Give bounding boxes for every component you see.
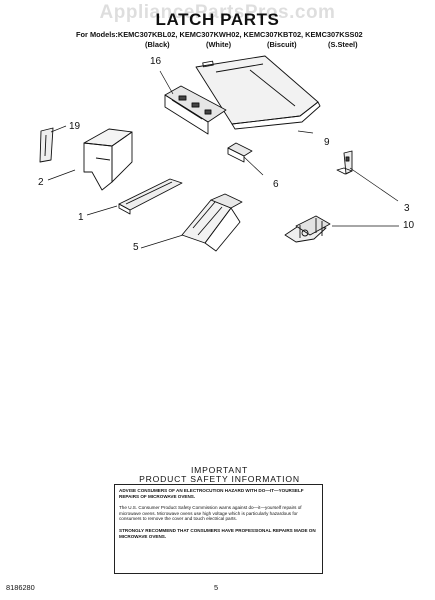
exploded-parts-diagram	[39, 55, 399, 252]
callout-19: 19	[69, 121, 81, 132]
callout-5: 5	[133, 242, 139, 253]
safety-heading: IMPORTANT PRODUCT SAFETY INFORMATION	[113, 466, 326, 484]
watermark: AppliancePartsPros.com	[99, 2, 336, 23]
callout-9: 9	[324, 137, 330, 148]
variant-steel: (S.Steel)	[328, 40, 358, 49]
part-2-latch-housing	[83, 128, 133, 191]
part-16-switch-bracket	[164, 85, 227, 135]
variant-biscuit: (Biscuit)	[267, 40, 297, 49]
safety-recommend-text: STRONGLY RECOMMEND THAT CONSUMERS HAVE P…	[119, 527, 316, 539]
document-number: 8186280	[6, 583, 35, 592]
part-10-switch	[284, 215, 331, 243]
models-line: For Models:KEMC307KBL02, KEMC307KWH02, K…	[76, 30, 363, 39]
safety-notice-box: ADVISE CONSUMERS OF AN ELECTROCUTION HAZ…	[114, 484, 323, 574]
part-9-latch-bar	[195, 55, 321, 130]
callout-2: 2	[38, 177, 44, 188]
part-19-tab	[39, 127, 54, 163]
part-6-block	[227, 142, 253, 163]
callout-3: 3	[404, 203, 410, 214]
safety-warning-text: The U.S. Consumer Product Safety Commiss…	[119, 505, 302, 522]
page-number: 5	[214, 583, 219, 592]
safety-advise-text: ADVISE CONSUMERS OF AN ELECTROCUTION HAZ…	[119, 488, 304, 499]
safety-heading-product: PRODUCT SAFETY INFORMATION	[139, 474, 300, 484]
part-3-bracket	[336, 150, 353, 175]
variant-white: (White)	[206, 40, 232, 49]
part-1-slide	[118, 178, 183, 215]
callout-1: 1	[78, 212, 84, 223]
variant-black: (Black)	[145, 40, 170, 49]
part-5-shroud	[181, 193, 243, 252]
callout-10: 10	[403, 220, 415, 231]
page-title: LATCH PARTS	[155, 10, 280, 29]
callout-6: 6	[273, 179, 279, 190]
safety-heading-important: IMPORTANT	[190, 465, 248, 475]
callout-16: 16	[150, 56, 162, 67]
leader-lines	[47, 70, 399, 249]
